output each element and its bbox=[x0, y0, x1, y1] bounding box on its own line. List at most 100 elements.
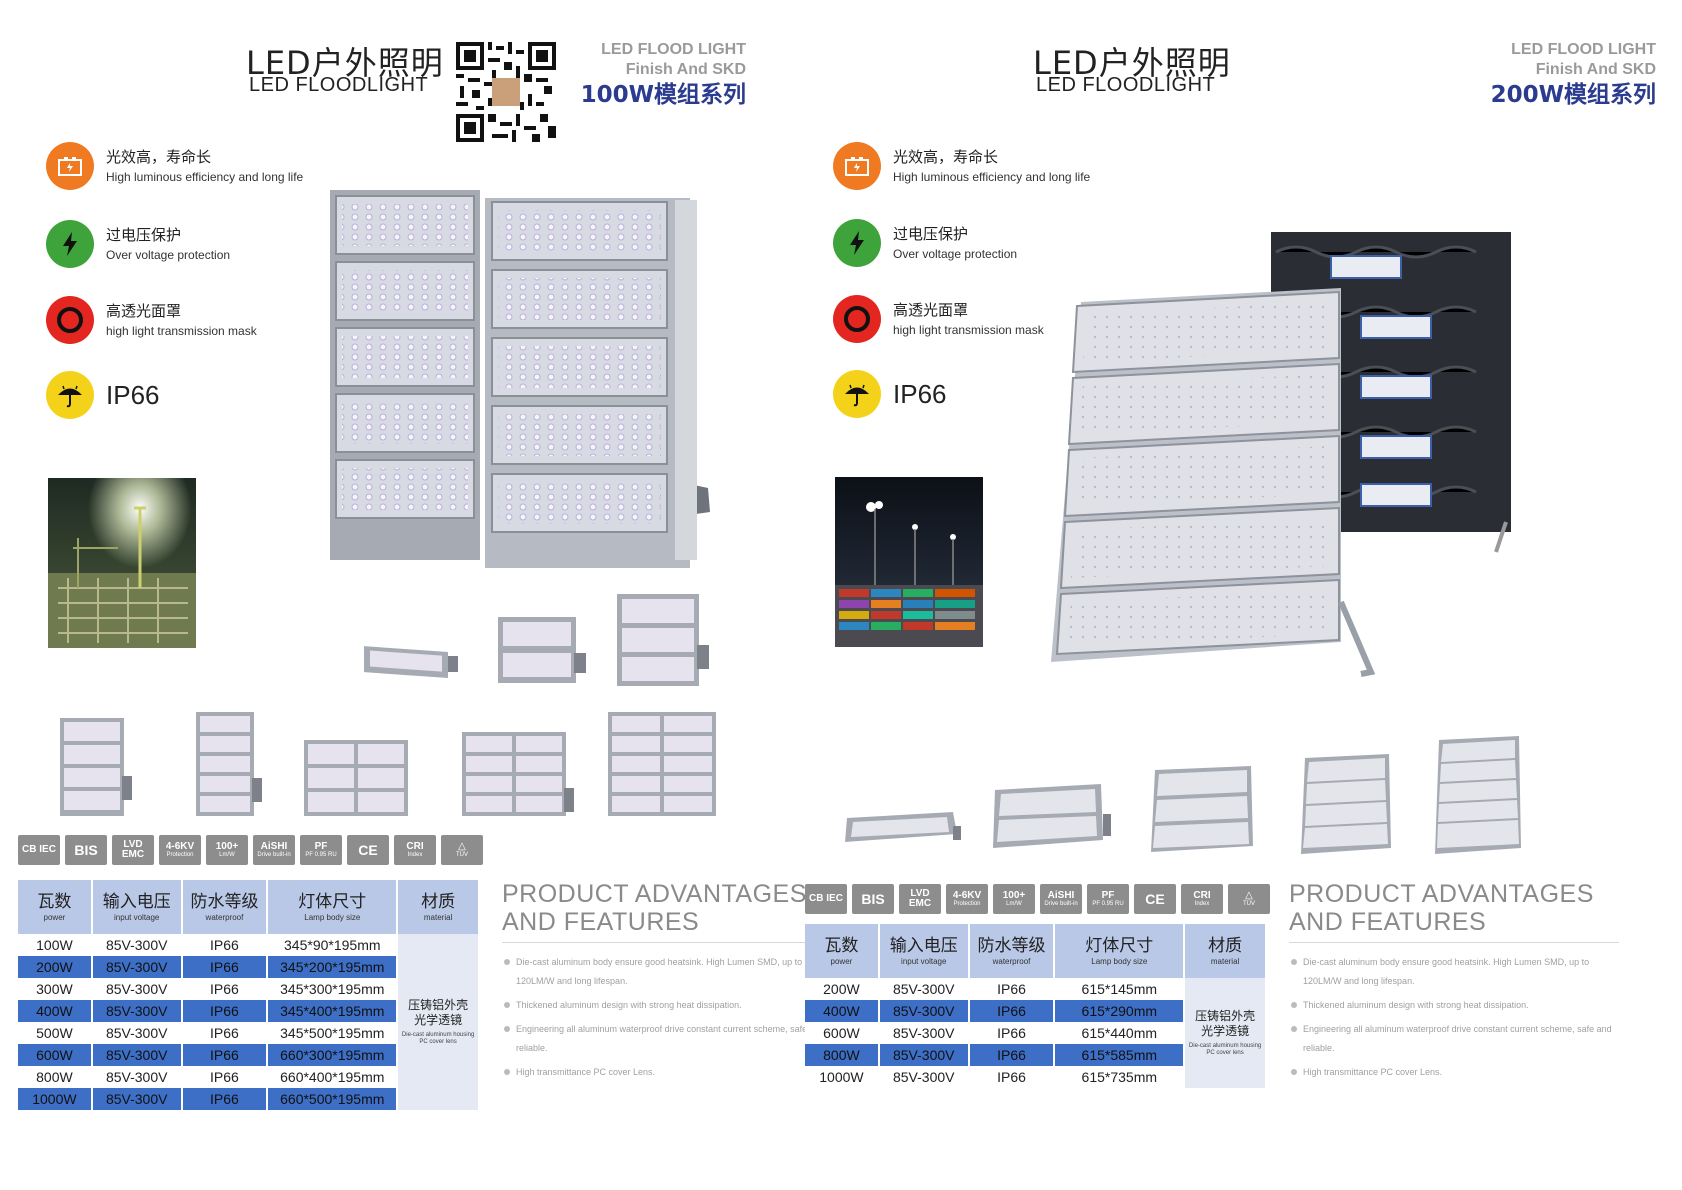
floodlight-300w-image bbox=[617, 594, 709, 686]
efficacy-icon: 100+Lm/W bbox=[206, 835, 248, 865]
construction-site-photo bbox=[48, 478, 196, 648]
feature-ip-label: IP66 bbox=[893, 379, 947, 409]
feature-cn: 过电压保护 bbox=[893, 225, 969, 243]
floodlight-600w-image bbox=[304, 740, 408, 816]
series-line-3: 200W模组系列 bbox=[1490, 82, 1656, 108]
advantage-item: Die-cast aluminum body ensure good heats… bbox=[1289, 953, 1619, 991]
qr-code-icon bbox=[456, 42, 556, 142]
floodlight-1000w-linear-small-image bbox=[1435, 736, 1521, 854]
advantages-heading-1: PRODUCT ADVANTAGES bbox=[1289, 880, 1594, 908]
ce-icon: CE bbox=[1134, 884, 1176, 914]
floodlight-1000w-image bbox=[330, 190, 710, 568]
feature-cn: 光效高，寿命长 bbox=[106, 148, 212, 166]
umbrella-icon bbox=[46, 371, 94, 419]
series-line-1: LED FLOOD LIGHT bbox=[1511, 41, 1656, 58]
feature-efficiency: 光效高，寿命长 High luminous efficiency and lon… bbox=[833, 142, 1090, 190]
floodlight-400w-linear-image bbox=[993, 784, 1111, 848]
series-line-1: LED FLOOD LIGHT bbox=[601, 41, 746, 58]
advantages-heading-2: AND FEATURES bbox=[502, 908, 700, 936]
floodlight-600w-linear-image bbox=[1151, 766, 1253, 852]
feature-mask: 高透光面罩 high light transmission mask bbox=[46, 296, 257, 344]
floodlight-1000w-linear-image bbox=[1051, 232, 1511, 677]
divider bbox=[1289, 942, 1619, 943]
feature-en: High luminous efficiency and long life bbox=[106, 170, 304, 184]
feature-cn: 高透光面罩 bbox=[106, 302, 182, 320]
advantage-item: Thickened aluminum design with strong he… bbox=[1289, 996, 1619, 1015]
feature-en: high light transmission mask bbox=[106, 324, 257, 338]
cb-iec-icon: CB IEC bbox=[18, 835, 60, 865]
advantage-item: Engineering all aluminum waterproof driv… bbox=[502, 1020, 832, 1058]
container-port-photo bbox=[835, 477, 983, 647]
battery-icon bbox=[46, 142, 94, 190]
lvd-emc-icon: LVD EMC bbox=[899, 884, 941, 914]
ring-icon bbox=[46, 296, 94, 344]
advantages-heading-2: AND FEATURES bbox=[1289, 908, 1487, 936]
product-advantages: PRODUCT ADVANTAGES AND FEATURES Die-cast… bbox=[502, 880, 832, 1087]
ce-icon: CE bbox=[347, 835, 389, 865]
floodlight-800w-image bbox=[462, 732, 574, 816]
feature-cn: 过电压保护 bbox=[106, 226, 182, 244]
series-info: LED FLOOD LIGHT Finish And SKD 100W模组系列 bbox=[581, 40, 746, 110]
series-info: LED FLOOD LIGHT Finish And SKD 200W模组系列 bbox=[1491, 40, 1656, 110]
feature-ip66: IP66 bbox=[46, 371, 160, 419]
bis-icon: BIS bbox=[852, 884, 894, 914]
floodlight-800w-linear-image bbox=[1301, 754, 1391, 854]
lightning-icon bbox=[833, 219, 881, 267]
feature-en: Over voltage protection bbox=[106, 248, 231, 262]
advantages-heading-1: PRODUCT ADVANTAGES bbox=[502, 880, 807, 908]
page-200w-series: LED户外照明 LED FLOODLIGHT LED FLOOD LIGHT F… bbox=[805, 0, 1682, 1190]
feature-cn: 高透光面罩 bbox=[893, 301, 969, 319]
page-title-en: LED FLOODLIGHT bbox=[249, 74, 429, 96]
page-100w-series: LED户外照明 LED FLOODLIGHT LED FLOOD LIGHT F… bbox=[18, 40, 832, 1110]
series-line-3: 100W模组系列 bbox=[580, 82, 746, 108]
feature-en: High luminous efficiency and long life bbox=[893, 170, 1091, 184]
efficacy-icon: 100+Lm/W bbox=[993, 884, 1035, 914]
feature-cn: 光效高，寿命长 bbox=[893, 148, 999, 166]
advantage-item: High transmittance PC cover Lens. bbox=[502, 1063, 832, 1082]
page-title-cn: LED户外照明 bbox=[1033, 44, 1231, 82]
lightning-icon bbox=[46, 220, 94, 268]
floodlight-1000w-small-image bbox=[608, 712, 716, 816]
advantage-item: High transmittance PC cover Lens. bbox=[1289, 1063, 1619, 1082]
battery-icon bbox=[833, 142, 881, 190]
page-title-cn: LED户外照明 bbox=[246, 44, 444, 82]
series-line-2: Finish And SKD bbox=[625, 61, 746, 78]
floodlight-100w-image bbox=[364, 646, 458, 679]
advantage-item: Die-cast aluminum body ensure good heats… bbox=[502, 953, 832, 991]
feature-voltage: 过电压保护 Over voltage protection bbox=[833, 219, 1017, 267]
feature-en: Over voltage protection bbox=[893, 247, 1018, 261]
series-line-2: Finish And SKD bbox=[1535, 61, 1656, 78]
feature-en: high light transmission mask bbox=[893, 323, 1044, 337]
advantage-item: Thickened aluminum design with strong he… bbox=[502, 996, 832, 1015]
umbrella-icon bbox=[833, 370, 881, 418]
